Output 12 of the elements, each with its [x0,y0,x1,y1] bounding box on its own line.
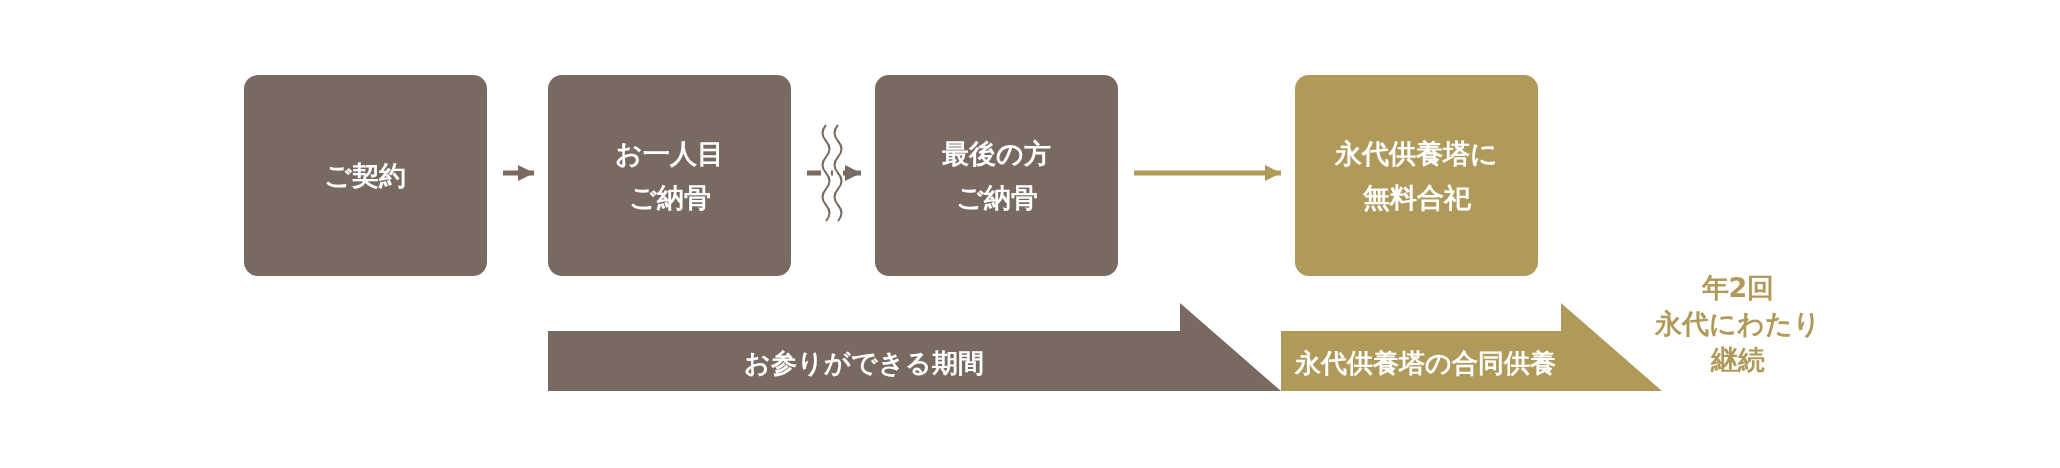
band-text: 永代供養塔の合同供養 [1295,347,1556,380]
note-text: 年2回 [1701,271,1775,305]
band-text: お参りができる期間 [744,347,984,380]
process-box: 最後の方ご納骨 [875,75,1118,276]
arrow [807,165,861,181]
process-box: お一人目ご納骨 [548,75,791,276]
note-text: 永代にわたり [1655,307,1821,341]
arrow [1134,165,1281,181]
arrow [503,165,534,181]
process-box: 永代供養塔に無料合祀 [1295,75,1538,276]
process-box: ご契約 [244,75,487,276]
note-text: 継続 [1711,343,1765,377]
